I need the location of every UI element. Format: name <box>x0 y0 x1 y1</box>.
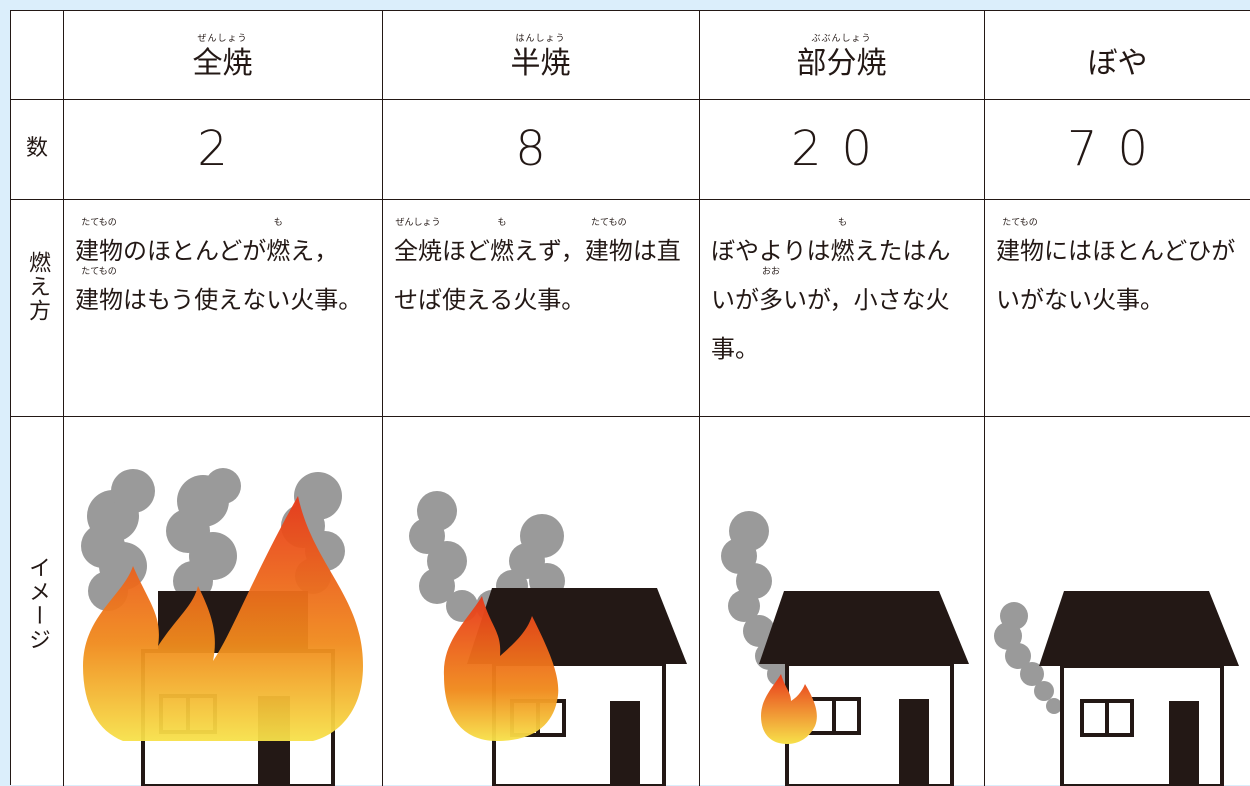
count-value-zenshou: 2 <box>197 121 248 177</box>
row-label-burn-text: 燃え方 <box>25 251 50 323</box>
column-header: 部分焼 <box>796 46 887 81</box>
ruby-base: 全焼ぜんしょう <box>394 218 442 266</box>
fire-classification-table: ぜんしょう 全焼 はんしょう 半焼 ぶぶんしょう 部分焼 ぼや 数 2 8 20… <box>10 10 1250 786</box>
ruby-base: 多おお <box>759 267 783 315</box>
burn-desc-hanshou: 全焼ぜんしょうほど燃もえず，建物たてものは直せば使える火事。 <box>394 218 681 315</box>
row-label-image-text: イメージ <box>25 556 50 652</box>
column-header: ぼや <box>1087 46 1148 81</box>
grid-line <box>11 199 1250 200</box>
count-value-boya: 70 <box>1066 121 1169 177</box>
ruby-text: ぶぶんしょう <box>811 34 872 44</box>
row-label-burn: 燃え方 <box>11 199 63 416</box>
count-value-hanshou: 8 <box>515 121 566 177</box>
house-small-fire-icon <box>984 416 1250 786</box>
ruby-base: 建物たてもの <box>996 218 1044 266</box>
header-cell-zenshou: ぜんしょう 全焼 <box>63 11 382 99</box>
ruby-base: 燃も <box>490 218 514 266</box>
grid-line <box>382 11 383 786</box>
burn-desc-zenshou: 建物たてもののほとんどが燃もえ，建物たてものはもう使えない火事。 <box>63 199 382 416</box>
ruby-base: 燃も <box>266 218 291 266</box>
grid-line <box>984 11 985 786</box>
grid-line <box>63 11 64 786</box>
grid-line <box>11 99 1250 100</box>
burn-desc-boya: 建物たてものにはほとんどひがいがない火事。 <box>996 218 1236 315</box>
ruby-base: 建物たてもの <box>75 267 123 315</box>
ruby-base: 建物たてもの <box>75 218 123 266</box>
ruby-base: 建物たてもの <box>584 218 633 266</box>
column-header: 半焼 <box>510 46 571 81</box>
ruby-base: 燃も <box>830 218 855 266</box>
header-cell-bubunshou: ぶぶんしょう 部分焼 <box>699 11 984 99</box>
grid-line <box>699 11 700 786</box>
house-partial-fire-icon <box>699 416 984 786</box>
burn-desc-bubunshou: ぼやよりは燃もえたはんいが多おおいが，小さな火事。 <box>711 218 951 364</box>
column-header: 全焼 <box>192 46 253 81</box>
grid-line <box>11 416 1250 417</box>
ruby-text: はんしょう <box>515 34 566 44</box>
header-cell-hanshou: はんしょう 半焼 <box>382 11 699 99</box>
ruby-text: ぜんしょう <box>197 34 248 44</box>
header-cell-boya: ぼや <box>984 11 1250 99</box>
row-label-image: イメージ <box>11 416 63 786</box>
house-half-fire-icon <box>382 416 699 786</box>
count-value-bubunshou: 20 <box>790 121 893 177</box>
row-label-count: 数 <box>25 136 48 161</box>
house-full-fire-icon <box>63 416 382 786</box>
